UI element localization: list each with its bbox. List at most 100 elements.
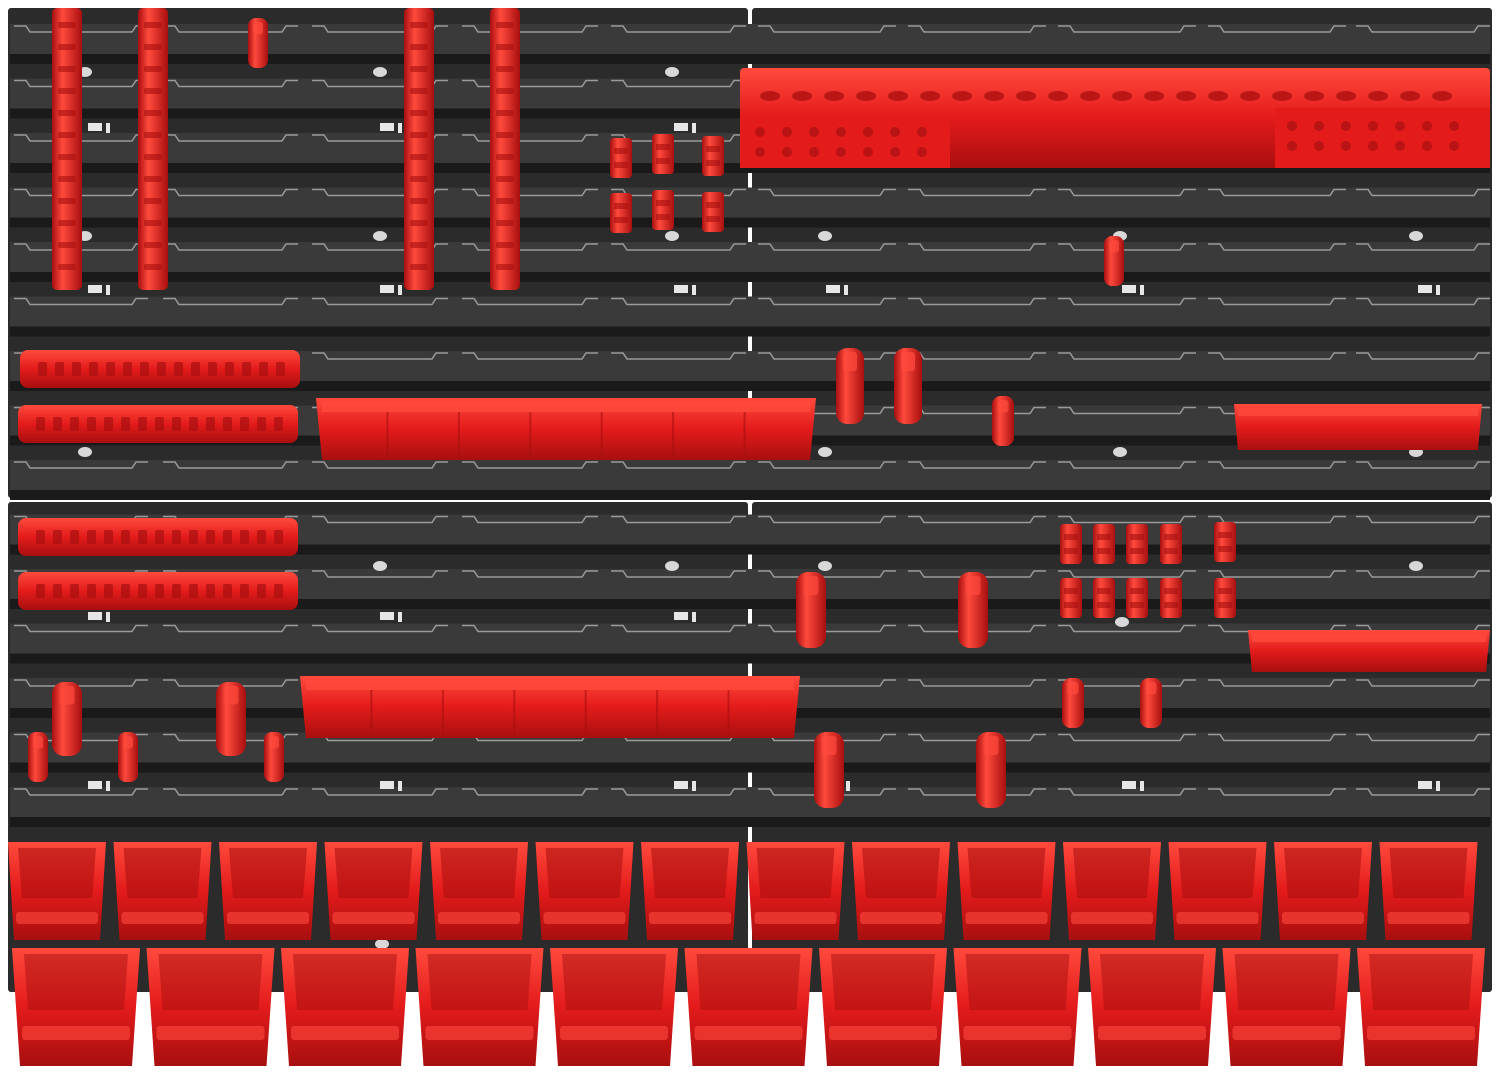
- hook: [958, 572, 988, 648]
- rail-ridge: [1208, 297, 1346, 306]
- slot-mark: [398, 612, 402, 622]
- tool-tray-hole: [1422, 121, 1432, 131]
- hook: [992, 396, 1014, 446]
- rail-ridge: [1356, 461, 1490, 469]
- rail-ridge: [1208, 25, 1346, 33]
- rail-gap: [10, 599, 1490, 609]
- rail-ridge: [462, 515, 598, 524]
- storage-bin: [430, 842, 528, 940]
- tool-tray-hole: [782, 147, 792, 157]
- slot-mark: [88, 612, 102, 620]
- slot-mark: [1140, 285, 1144, 295]
- clip-slots: [88, 123, 1440, 791]
- slot-mark: [1418, 285, 1432, 293]
- rail-ridge: [1058, 243, 1196, 251]
- rail-ridge: [611, 461, 746, 469]
- mount-hole: [78, 447, 92, 457]
- tool-tray-hole: [809, 127, 819, 137]
- tool-tray-hole: [1432, 91, 1452, 101]
- rail-ridge: [1356, 25, 1490, 33]
- clip: [1160, 524, 1182, 564]
- board-rail: [10, 623, 1490, 654]
- rail-ridge: [758, 515, 896, 524]
- slot-mark: [692, 781, 696, 791]
- rail-ridge: [908, 297, 1046, 306]
- rail-gap: [10, 326, 1490, 337]
- short-tray: [1248, 630, 1490, 672]
- clip: [1060, 578, 1082, 618]
- rail-ridge: [1356, 733, 1490, 742]
- rail-ridge: [14, 624, 148, 633]
- slot-mark: [1122, 285, 1136, 293]
- storage-bin: [1357, 948, 1485, 1066]
- rail-ridge: [1058, 25, 1196, 33]
- rail-ridge: [462, 134, 598, 142]
- bins-lower-row: [12, 948, 1485, 1066]
- slot-mark: [1140, 781, 1144, 791]
- horizontal-holder: [18, 405, 298, 443]
- clip: [1060, 524, 1082, 564]
- rail-gap: [10, 54, 1490, 64]
- rail-ridge: [1208, 243, 1346, 251]
- rail-ridge: [312, 461, 448, 469]
- storage-bin: [1063, 842, 1161, 940]
- rail-ridge: [1208, 679, 1346, 687]
- storage-bin: [146, 948, 275, 1066]
- tool-tray-hole: [1341, 141, 1351, 151]
- tool-tray-hole: [1368, 91, 1388, 101]
- board-rail: [10, 460, 1490, 490]
- rail-ridge: [1356, 297, 1490, 306]
- rail-ridge: [1058, 297, 1196, 306]
- clip: [652, 134, 674, 174]
- tool-tray-hole: [984, 91, 1004, 101]
- tool-tray-hole: [1395, 121, 1405, 131]
- storage-bin: [746, 842, 845, 940]
- slot-mark: [692, 612, 696, 622]
- clip: [1126, 578, 1148, 618]
- slot-mark: [398, 285, 402, 295]
- slot-mark: [106, 285, 110, 295]
- short-tray: [1234, 404, 1482, 450]
- tool-tray-hole: [863, 127, 873, 137]
- mount-hole: [373, 231, 387, 241]
- mount-hole: [665, 67, 679, 77]
- rail-ridge: [1356, 352, 1490, 360]
- long-trays: [300, 398, 816, 738]
- slot-mark: [88, 123, 102, 131]
- slot-mark: [826, 285, 840, 293]
- mount-hole: [1113, 447, 1127, 457]
- tool-tray-hole: [863, 147, 873, 157]
- slot-mark: [846, 781, 850, 791]
- rail-ridge: [611, 297, 746, 306]
- rail-ridge: [908, 25, 1046, 33]
- hook: [1140, 678, 1162, 728]
- rail-ridge: [312, 515, 448, 524]
- hook: [118, 732, 138, 782]
- clip: [1093, 524, 1115, 564]
- rail-ridge: [14, 297, 148, 306]
- storage-bin: [684, 948, 813, 1066]
- rail-ridge: [1208, 570, 1346, 578]
- slot-mark: [674, 612, 688, 620]
- clip: [610, 138, 632, 178]
- rail-ridge: [312, 352, 448, 360]
- clip: [1214, 522, 1236, 562]
- hook: [796, 572, 826, 648]
- slot-mark: [380, 123, 394, 131]
- rail-ridge: [14, 461, 148, 469]
- rail-ridge: [758, 188, 896, 197]
- hook: [814, 732, 844, 808]
- rail-ridge: [758, 25, 896, 33]
- tool-tray-hole: [1314, 141, 1324, 151]
- tool-tray-hole: [920, 91, 940, 101]
- rail-ridge: [163, 188, 298, 197]
- mount-hole: [665, 231, 679, 241]
- tool-tray-hole: [917, 127, 927, 137]
- tool-tray-hole: [755, 147, 765, 157]
- mount-hole: [818, 231, 832, 241]
- slot-mark: [674, 781, 688, 789]
- tool-tray-hole: [917, 147, 927, 157]
- mount-hole: [1409, 231, 1423, 241]
